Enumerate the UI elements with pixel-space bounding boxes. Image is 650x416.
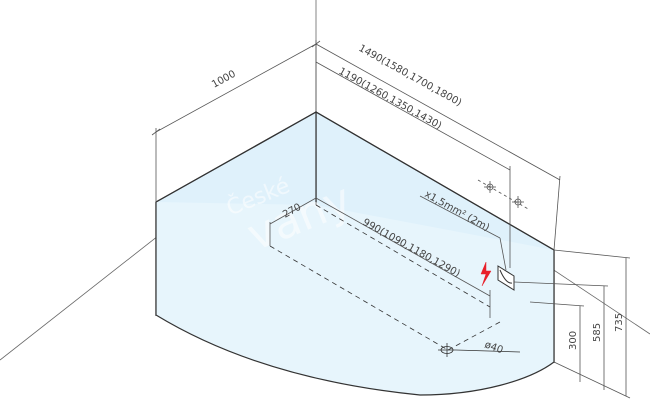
- dim-height-300-label: 300: [568, 331, 579, 350]
- wall-markers: [477, 179, 531, 211]
- dim-offset: [269, 197, 317, 246]
- dim-height-585-label: 585: [592, 323, 603, 342]
- tub-front-outline: [155, 202, 555, 396]
- cable-leader: [419, 195, 507, 271]
- tub-front-apron: [156, 202, 554, 395]
- dim-heights: [513, 249, 631, 399]
- dim-wall-length: [315, 61, 511, 268]
- bathtub: [155, 110, 555, 396]
- dim-wall-length-label: 1190(1260,1350,1430): [337, 66, 444, 132]
- electric-hazard-icon: [480, 261, 492, 287]
- dim-depth-label: 1000: [210, 69, 238, 91]
- drain: [438, 343, 521, 357]
- dim-drain-distance: [315, 197, 491, 318]
- dim-height-735-label: 735: [614, 313, 625, 332]
- dim-depth: [151, 40, 321, 202]
- floor-guides: [269, 204, 501, 351]
- dim-overall-length: [315, 43, 561, 251]
- electric-socket: [497, 265, 515, 291]
